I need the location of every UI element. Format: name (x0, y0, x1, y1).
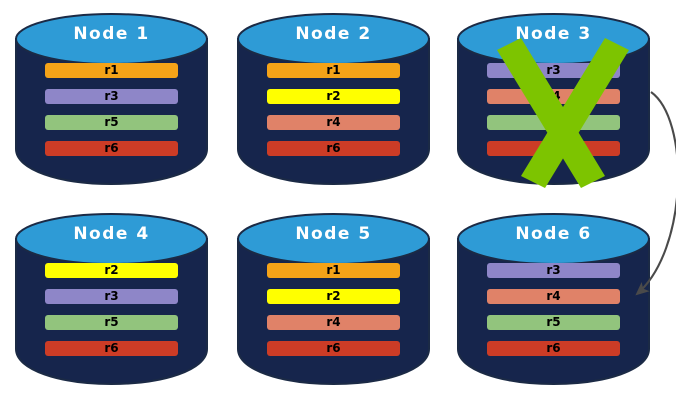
replica-bar[interactable]: r4 (267, 315, 400, 330)
replica-list: r2 r3 r5 r6 (45, 263, 178, 367)
replica-bar[interactable]: r6 (267, 341, 400, 356)
replica-bar[interactable]: r2 (267, 289, 400, 304)
replica-bar[interactable]: r3 (487, 263, 620, 278)
replica-list: r3 r4 r5 r6 (487, 263, 620, 367)
replica-bar[interactable]: r2 (45, 263, 178, 278)
replica-list: r1 r2 r4 r6 (267, 263, 400, 367)
replica-bar[interactable]: r1 (267, 63, 400, 78)
replica-bar[interactable]: r6 (45, 141, 178, 156)
replica-bar[interactable]: r1 (45, 63, 178, 78)
replica-bar[interactable]: r6 (45, 341, 178, 356)
replica-bar[interactable]: r4 (267, 115, 400, 130)
failure-x-mark (497, 38, 629, 188)
replica-bar[interactable]: r6 (267, 141, 400, 156)
replica-bar[interactable]: r5 (45, 315, 178, 330)
replica-bar[interactable]: r4 (487, 289, 620, 304)
replica-list: r1 r2 r4 r6 (267, 63, 400, 167)
replica-bar[interactable]: r5 (45, 115, 178, 130)
replica-bar[interactable]: r6 (487, 341, 620, 356)
replica-bar[interactable]: r5 (487, 315, 620, 330)
replica-bar[interactable]: r3 (45, 289, 178, 304)
replica-bar[interactable]: r2 (267, 89, 400, 104)
replica-bar[interactable]: r3 (45, 89, 178, 104)
replica-bar[interactable]: r1 (267, 263, 400, 278)
replica-list: r1 r3 r5 r6 (45, 63, 178, 167)
